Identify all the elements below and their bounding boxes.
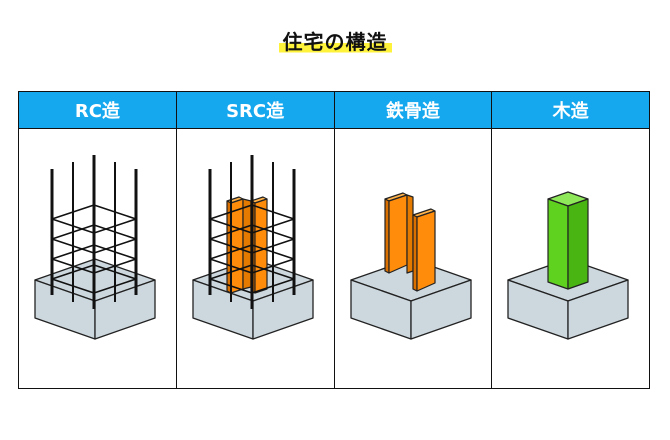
cell-wood (492, 129, 649, 388)
cell-steel (335, 129, 492, 388)
cell-src (177, 129, 334, 388)
structure-table: RC造 (18, 91, 650, 389)
header-wood: 木造 (492, 92, 649, 129)
wood-illustration (507, 191, 629, 340)
footing-right (567, 279, 629, 340)
header-src: SRC造 (176, 92, 334, 129)
column-steel: 鉄骨造 (334, 92, 493, 388)
rebar-cage (50, 155, 138, 309)
page-title: 住宅の構造 (278, 26, 392, 55)
column-rc: RC造 (19, 92, 177, 388)
rebar-front (208, 169, 296, 309)
column-wood: 木造 (492, 92, 649, 388)
rebar-ties (208, 204, 295, 294)
header-steel: 鉄骨造 (334, 92, 492, 129)
title-wrap: 住宅の構造 (0, 26, 670, 55)
cell-rc (19, 129, 176, 388)
steel-h-beam (383, 192, 436, 292)
header-rc: RC造 (19, 92, 176, 129)
wood-post (547, 191, 589, 290)
column-src: SRC造 (176, 92, 335, 388)
steel-illustration (349, 192, 472, 340)
rc-illustration (34, 155, 156, 340)
src-illustration (192, 155, 314, 340)
footing-right (409, 279, 472, 340)
